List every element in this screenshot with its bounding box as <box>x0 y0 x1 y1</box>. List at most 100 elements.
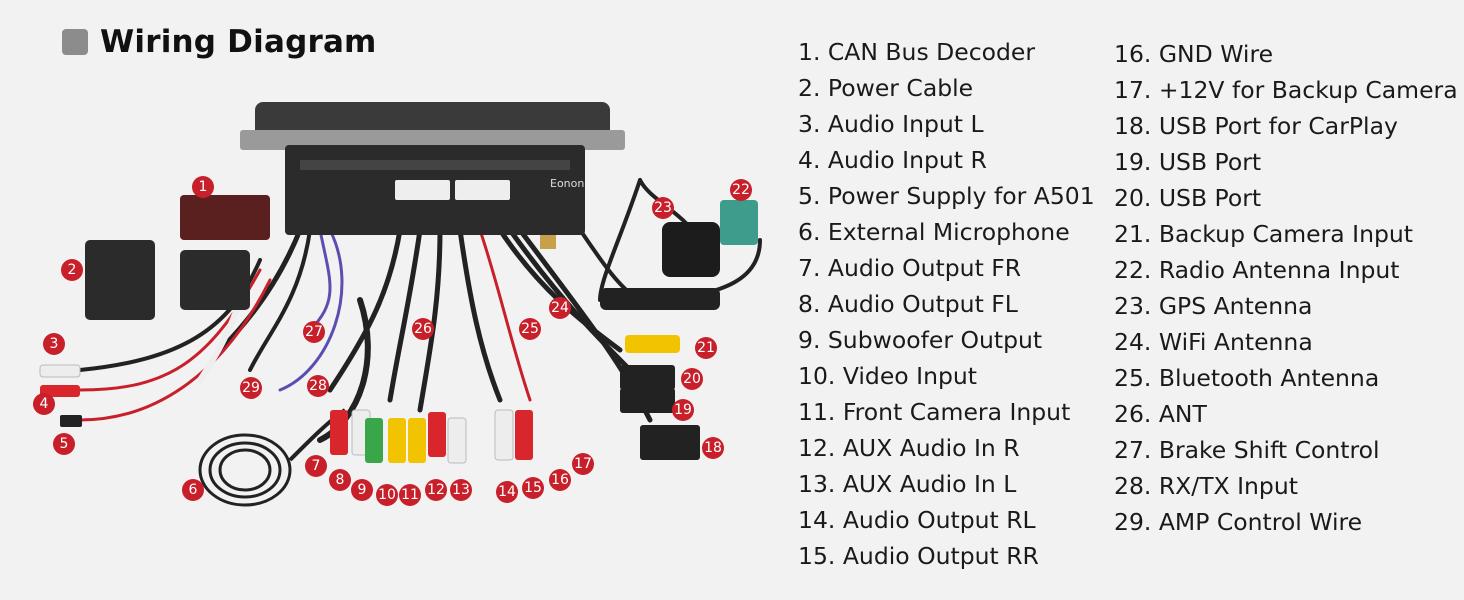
legend-item: 17. +12V for Backup Camera <box>1114 76 1458 104</box>
legend-item: 27. Brake Shift Control <box>1114 436 1380 464</box>
usb-port-18 <box>640 425 700 460</box>
brand-logo: Eonon <box>550 177 584 190</box>
number-badge-1: 1 <box>192 176 214 198</box>
legend-item: 8. Audio Output FL <box>798 290 1018 318</box>
number-badge-label: 6 <box>189 482 198 498</box>
number-badge-label: 24 <box>551 300 569 316</box>
number-badge-28: 28 <box>307 375 329 397</box>
number-badge-16: 16 <box>549 469 571 491</box>
number-badge-label: 28 <box>309 378 327 394</box>
number-badge-label: 14 <box>498 484 516 500</box>
legend-item: 20. USB Port <box>1114 184 1262 212</box>
legend-item: 16. GND Wire <box>1114 40 1274 68</box>
number-badge-label: 25 <box>521 321 539 337</box>
number-badge-17: 17 <box>572 453 594 475</box>
legend-item: 29. AMP Control Wire <box>1114 508 1363 536</box>
number-badge-26: 26 <box>412 318 434 340</box>
number-badge-20: 20 <box>681 368 703 390</box>
number-badge-23: 23 <box>652 197 674 219</box>
number-badge-22: 22 <box>730 179 752 201</box>
number-badge-label: 21 <box>697 340 715 356</box>
legend-item: 26. ANT <box>1114 400 1207 428</box>
legend-item: 23. GPS Antenna <box>1114 292 1313 320</box>
number-badge-label: 27 <box>305 324 323 340</box>
legend-item: 1. CAN Bus Decoder <box>798 38 1036 66</box>
number-badge-label: 2 <box>68 262 77 278</box>
gps-antenna-puck <box>662 222 720 277</box>
number-badge-label: 20 <box>683 371 701 387</box>
number-badge-3: 3 <box>43 333 65 355</box>
number-badge-18: 18 <box>702 437 724 459</box>
number-badge-13: 13 <box>450 479 472 501</box>
number-badge-label: 8 <box>336 472 345 488</box>
legend-item: 10. Video Input <box>798 362 978 390</box>
number-badge-label: 13 <box>452 482 470 498</box>
rca-connectors-left <box>39 364 82 427</box>
number-badge-10: 10 <box>376 484 398 506</box>
legend-item: 28. RX/TX Input <box>1114 472 1298 500</box>
number-badge-21: 21 <box>695 337 717 359</box>
legend-item: 21. Backup Camera Input <box>1114 220 1413 248</box>
number-badge-15: 15 <box>522 477 544 499</box>
legend-item: 4. Audio Input R <box>798 146 987 174</box>
number-badge-label: 23 <box>654 200 672 216</box>
number-badge-29: 29 <box>240 377 262 399</box>
number-badge-label: 3 <box>50 336 59 352</box>
number-badge-label: 5 <box>60 436 69 452</box>
number-badge-9: 9 <box>351 479 373 501</box>
number-badge-label: 18 <box>704 440 722 456</box>
legend-item: 25. Bluetooth Antenna <box>1114 364 1380 392</box>
legend-item: 6. External Microphone <box>798 218 1070 246</box>
usb-port-20 <box>620 365 675 390</box>
number-badge-label: 26 <box>414 321 432 337</box>
number-badge-8: 8 <box>329 469 351 491</box>
number-badge-19: 19 <box>672 399 694 421</box>
number-badge-label: 7 <box>312 458 321 474</box>
wifi-antenna-connector <box>540 235 556 249</box>
title-square-icon <box>62 29 88 55</box>
legend-item: 11. Front Camera Input <box>798 398 1071 426</box>
number-badge-label: 17 <box>574 456 592 472</box>
legend-item: 18. USB Port for CarPlay <box>1114 112 1398 140</box>
usb-port-19 <box>620 388 675 413</box>
number-badge-25: 25 <box>519 318 541 340</box>
number-badge-label: 12 <box>427 482 445 498</box>
gps-cable-sleeve <box>600 288 720 310</box>
legend-item: 7. Audio Output FR <box>798 254 1022 282</box>
backup-camera-rca <box>625 335 680 353</box>
number-badge-11: 11 <box>399 484 421 506</box>
legend-item: 19. USB Port <box>1114 148 1262 176</box>
number-badge-4: 4 <box>33 393 55 415</box>
legend-item: 2. Power Cable <box>798 74 974 102</box>
number-badge-label: 19 <box>674 402 692 418</box>
number-badge-24: 24 <box>549 297 571 319</box>
number-badge-2: 2 <box>61 259 83 281</box>
number-badge-6: 6 <box>182 479 204 501</box>
legend-item: 22. Radio Antenna Input <box>1114 256 1400 284</box>
number-badge-label: 11 <box>401 487 419 503</box>
page-header: Wiring Diagram <box>62 24 377 60</box>
number-badge-27: 27 <box>303 321 325 343</box>
harness-connector <box>180 250 250 310</box>
rca-connectors-center <box>330 409 533 464</box>
legend-item: 9. Subwoofer Output <box>798 326 1043 354</box>
legend-item: 13. AUX Audio In L <box>798 470 1017 498</box>
number-badge-label: 9 <box>358 482 367 498</box>
number-badge-label: 1 <box>199 179 208 195</box>
number-badge-label: 16 <box>551 472 569 488</box>
power-cable-connector <box>85 240 155 320</box>
can-bus-decoder <box>180 195 270 240</box>
legend-item: 14. Audio Output RL <box>798 506 1036 534</box>
number-badge-label: 4 <box>40 396 49 412</box>
legend-item: 12. AUX Audio In R <box>798 434 1020 462</box>
page-title: Wiring Diagram <box>100 24 377 60</box>
number-badge-label: 22 <box>732 182 750 198</box>
microphone-cable <box>198 408 347 507</box>
number-badge-label: 10 <box>378 487 396 503</box>
head-unit: Eonon <box>240 102 625 235</box>
legend-item: 5. Power Supply for A501 <box>798 182 1095 210</box>
legend-column-1: 1. CAN Bus Decoder 2. Power Cable 3. Aud… <box>798 34 1095 574</box>
legend-item: 24. WiFi Antenna <box>1114 328 1313 356</box>
number-badge-label: 15 <box>524 480 542 496</box>
number-badge-5: 5 <box>53 433 75 455</box>
